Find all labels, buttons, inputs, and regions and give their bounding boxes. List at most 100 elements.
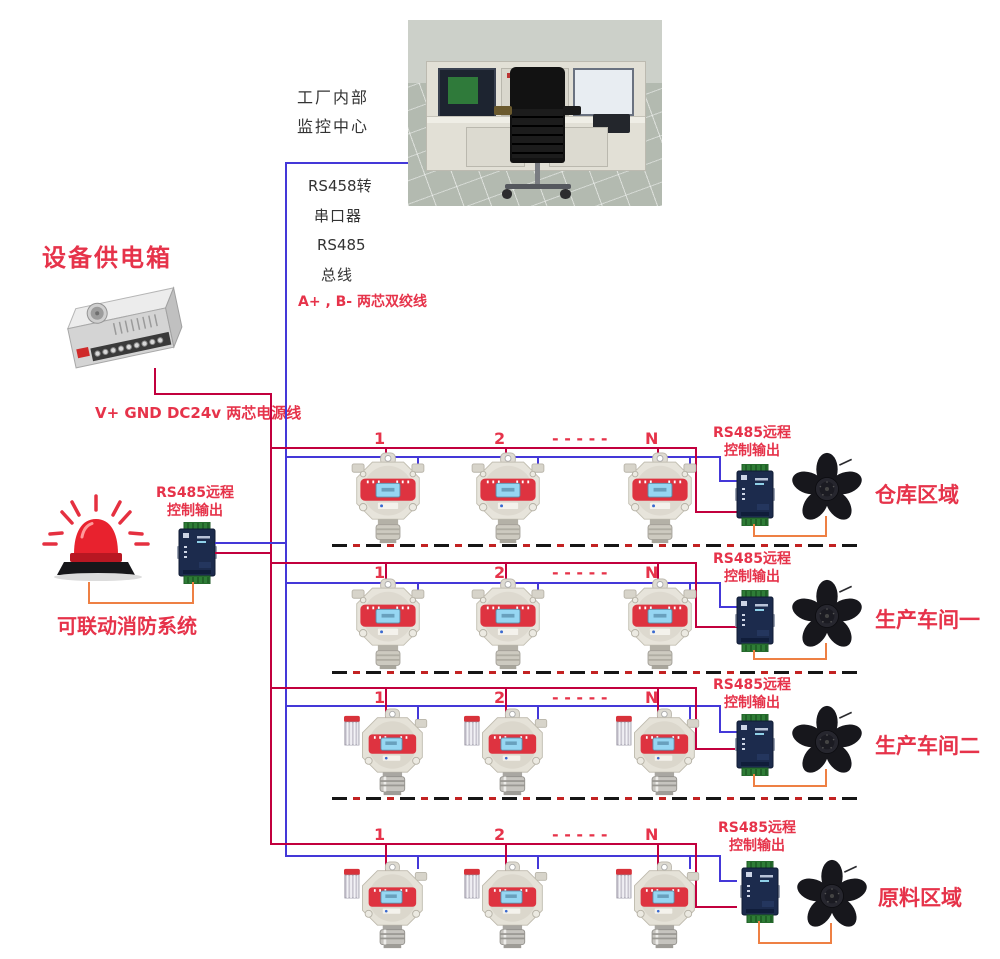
row2-det-stub bbox=[385, 562, 387, 586]
rs485-output-label-line2: 控制输出 bbox=[724, 695, 780, 711]
power-box-title: 设备供电箱 bbox=[42, 244, 172, 272]
zone-separator bbox=[332, 797, 858, 800]
gas-detector bbox=[617, 452, 703, 544]
row3-numN: N bbox=[645, 688, 659, 707]
exhaust-fan bbox=[790, 452, 864, 526]
rs485-output-module bbox=[735, 590, 775, 652]
gas-detector bbox=[617, 578, 703, 670]
rs485-output-label-line2: 控制输出 bbox=[729, 838, 785, 854]
row3-module-label: RS485远程 控制输出 bbox=[697, 676, 807, 712]
row3-fan-wire bbox=[753, 774, 755, 787]
alarm-wire bbox=[192, 582, 194, 604]
twisted-pair-label: A+ , B- 两芯双绞线 bbox=[298, 294, 427, 310]
module-power-wire bbox=[215, 552, 272, 554]
row1-dots: - - - - - bbox=[552, 429, 608, 448]
bus-label-line2: 总线 bbox=[321, 266, 354, 284]
photo-monitor-right bbox=[573, 68, 634, 116]
row2-fan-wire bbox=[753, 650, 755, 660]
gas-detector bbox=[465, 578, 551, 670]
row2-num1: 1 bbox=[374, 563, 386, 582]
row4-det-stub-blue bbox=[417, 855, 419, 869]
row1-numN: N bbox=[645, 429, 659, 448]
photo-chair-ribs bbox=[512, 109, 563, 158]
row4-signal-drop bbox=[719, 855, 721, 882]
row2-fan-wire bbox=[825, 643, 827, 660]
row3-det-stub bbox=[385, 687, 387, 719]
row2-module-label: RS485远程 控制输出 bbox=[697, 550, 807, 586]
converter-label-line2: 串口器 bbox=[314, 207, 363, 225]
zone-separator bbox=[332, 671, 858, 674]
gas-detector bbox=[465, 452, 551, 544]
row3-signal-entry bbox=[719, 731, 737, 733]
gas-detector bbox=[340, 708, 436, 796]
row3-det-stub bbox=[657, 687, 659, 719]
monitor-center-label-line2: 监控中心 bbox=[297, 117, 370, 136]
left-module-label: RS485远程 控制输出 bbox=[140, 484, 250, 520]
row1-module-label: RS485远程 控制输出 bbox=[697, 424, 807, 460]
row3-signal-drop bbox=[719, 705, 721, 733]
row3-num1: 1 bbox=[374, 688, 386, 707]
monitoring-center-photo bbox=[408, 20, 662, 206]
row1-region-label: 仓库区域 bbox=[875, 483, 959, 507]
row1-fan-wire bbox=[825, 516, 827, 537]
row2-det-stub-blue bbox=[417, 582, 419, 596]
alarm-siren bbox=[40, 492, 152, 586]
row2-det-stub-blue bbox=[537, 582, 539, 596]
row4-dots: - - - - - bbox=[552, 825, 608, 844]
rs485-bus-top bbox=[285, 162, 408, 164]
row3-signal-line bbox=[285, 705, 721, 707]
row2-numN: N bbox=[645, 563, 659, 582]
gas-detector bbox=[345, 578, 431, 670]
row3-dots: - - - - - bbox=[552, 688, 608, 707]
power-bus-vertical bbox=[270, 393, 272, 845]
row3-power-drop bbox=[695, 687, 697, 750]
photo-chair-arm bbox=[494, 105, 513, 115]
row2-region-label: 生产车间一 bbox=[875, 608, 980, 632]
gas-detector bbox=[340, 861, 436, 949]
row1-fan-wire bbox=[753, 524, 755, 537]
row4-fan-wire bbox=[830, 923, 832, 944]
row3-det-stub-blue bbox=[689, 705, 691, 721]
photo-chair-wheel bbox=[560, 189, 571, 199]
row1-num2: 2 bbox=[494, 429, 506, 448]
row2-power-entry bbox=[695, 626, 737, 628]
bus-label-line1: RS485 bbox=[317, 236, 366, 254]
row4-power-entry bbox=[695, 906, 737, 908]
row1-fan-wire bbox=[753, 535, 827, 537]
rs485-output-label-line1: RS485远程 bbox=[717, 820, 797, 836]
row4-fan-wire bbox=[758, 921, 760, 944]
power-supply-unit bbox=[50, 284, 190, 384]
row4-det-stub bbox=[505, 843, 507, 871]
rs485-output-module bbox=[740, 861, 780, 923]
monitor-center-label-line1: 工厂内部 bbox=[297, 88, 370, 107]
gas-detector bbox=[612, 708, 708, 796]
row2-num2: 2 bbox=[494, 563, 506, 582]
rs485-output-label-line1: RS485远程 bbox=[712, 551, 792, 567]
row1-power-line bbox=[270, 447, 697, 449]
photo-chair-wheel bbox=[501, 189, 513, 199]
exhaust-fan bbox=[790, 705, 864, 779]
row4-det-stub bbox=[385, 843, 387, 871]
row4-region-label: 原料区域 bbox=[878, 886, 962, 910]
rs485-output-module bbox=[735, 714, 775, 776]
rs485-output-label-line2: 控制输出 bbox=[724, 569, 780, 585]
row3-det-stub-blue bbox=[537, 705, 539, 721]
module-signal-wire bbox=[215, 542, 287, 544]
alarm-wire bbox=[88, 582, 90, 604]
exhaust-fan bbox=[795, 859, 869, 933]
row4-module-label: RS485远程 控制输出 bbox=[702, 819, 812, 855]
row2-det-stub-blue bbox=[689, 582, 691, 596]
row4-det-stub bbox=[657, 843, 659, 871]
row1-num1: 1 bbox=[374, 429, 386, 448]
row3-fan-wire bbox=[825, 769, 827, 787]
row1-signal-drop bbox=[719, 456, 721, 482]
row2-det-stub bbox=[657, 562, 659, 586]
row4-signal-line bbox=[285, 855, 721, 857]
row3-power-entry bbox=[695, 748, 737, 750]
row2-signal-drop bbox=[719, 582, 721, 608]
photo-chair-base bbox=[504, 183, 571, 190]
row4-fan-wire bbox=[758, 942, 832, 944]
rs485-output-label-line2: 控制输出 bbox=[724, 443, 780, 459]
gas-detector bbox=[460, 708, 556, 796]
